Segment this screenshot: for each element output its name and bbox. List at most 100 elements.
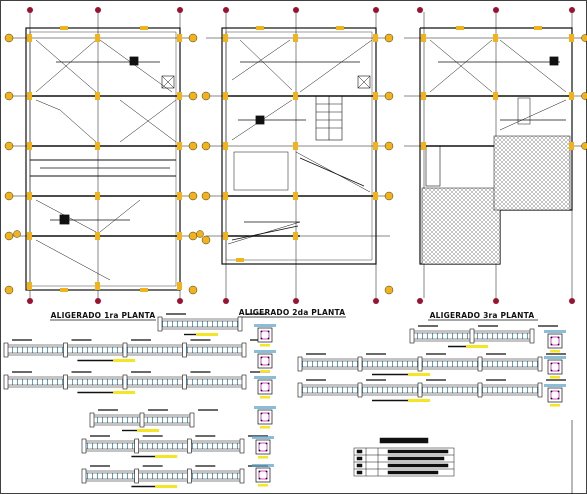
beam-strip-support: [409, 328, 415, 344]
beam-strip-support: [134, 438, 139, 454]
beam-strip-highlight: [196, 333, 218, 336]
column-detail-1: [254, 324, 276, 347]
beam-section-details: [3, 313, 566, 488]
column-detail-stirrup: [260, 412, 270, 422]
beam-strip-support: [297, 356, 303, 372]
column-detail-bar: [267, 389, 270, 392]
column-detail-stirrup: [550, 390, 560, 400]
beam-strip-support: [357, 356, 363, 372]
column-detail-stirrup: [260, 356, 270, 366]
beam-strip-support: [182, 374, 187, 390]
column-detail-bar: [550, 397, 553, 400]
column-detail-beam: [254, 406, 276, 409]
column-detail-bar: [550, 362, 553, 365]
column-detail-stirrup: [550, 336, 560, 346]
beam-strip-support: [139, 412, 145, 428]
beam-strip-6: [81, 465, 268, 488]
plan-2: ALIGERADO 2da PLANTA: [201, 7, 394, 318]
column-detail-beam: [254, 376, 276, 379]
column-detail-tag: [260, 344, 270, 347]
column-detail-tag: [550, 350, 560, 353]
plan-2-beams: [226, 95, 376, 237]
plan-1-axis-end-marker-icons: [27, 7, 183, 304]
column-detail-bar: [265, 470, 268, 473]
beam-strip-support: [63, 342, 68, 358]
beam-strip-support: [157, 316, 163, 332]
column-detail-bar: [267, 356, 270, 359]
beam-strip-support: [3, 342, 9, 358]
plan-1-columns: [27, 26, 182, 292]
plan-3-hatched-roof-areas: [421, 135, 571, 265]
column-detail-tag: [260, 396, 270, 399]
beam-strip-support: [469, 328, 475, 344]
plan-1: ALIGERADO 1ra PLANTA: [4, 7, 204, 321]
column-detail-box: [547, 387, 563, 403]
column-detail-beam: [254, 350, 276, 353]
column-detail-bar: [260, 382, 263, 385]
column-detail-7: [544, 330, 566, 353]
beam-strip-support: [357, 382, 363, 398]
plan-3-slab-diagonals: [429, 39, 567, 131]
beam-strip-support: [477, 356, 483, 372]
plan-3-title: ALIGERADO 3ra PLANTA: [430, 311, 535, 320]
beam-strip-support: [134, 468, 139, 484]
plan-3: ALIGERADO 3ra PLANTA: [404, 7, 587, 321]
plan-2-grid-lines: [206, 12, 390, 298]
beam-strip-5: [81, 435, 268, 458]
plan-3-reinforcement-labels: [438, 56, 566, 121]
beam-strip-support: [81, 468, 87, 484]
beam-strip-support: [122, 374, 128, 390]
beam-strip-body: [83, 442, 243, 450]
beam-strip-support: [3, 374, 9, 390]
column-detail-tag: [550, 404, 560, 407]
beam-strip-support: [241, 342, 247, 358]
beam-strip-support: [417, 356, 423, 372]
column-detail-bar: [267, 412, 270, 415]
column-detail-box: [257, 353, 273, 369]
column-detail-4: [254, 406, 276, 429]
column-detail-bar: [260, 412, 263, 415]
column-detail-bar: [267, 419, 270, 422]
plan-2-slab-diagonals: [227, 39, 373, 245]
beam-strip-support: [187, 438, 192, 454]
beam-strip-4: [297, 379, 566, 402]
beam-strip-7: [409, 325, 558, 348]
column-detail-box: [547, 333, 563, 349]
beam-strip-body: [83, 472, 243, 480]
plan-1-title: ALIGERADO 1ra PLANTA: [51, 311, 156, 320]
column-detail-bar: [258, 477, 261, 480]
column-detail-8: [544, 356, 566, 379]
column-detail-9: [544, 384, 566, 407]
beam-strip-3: [297, 353, 566, 376]
column-detail-box: [257, 409, 273, 425]
plan-2-columns: [223, 26, 378, 262]
column-detail-6: [252, 464, 274, 487]
beam-strip-9: [89, 409, 218, 432]
column-detail-beam: [252, 464, 274, 467]
column-detail-bar: [557, 369, 560, 372]
beam-strip-highlight: [113, 391, 136, 394]
beam-strip-support: [537, 356, 543, 372]
column-detail-bar: [557, 390, 560, 393]
column-detail-tag: [258, 484, 268, 487]
column-detail-bar: [267, 363, 270, 366]
column-detail-3: [254, 376, 276, 399]
beam-strip-highlight: [137, 429, 159, 432]
beam-strip-highlight: [113, 359, 136, 362]
column-detail-stirrup: [260, 382, 270, 392]
column-detail-box: [257, 327, 273, 343]
column-detail-beam: [252, 436, 274, 439]
column-detail-bar: [260, 356, 263, 359]
beam-strip-support: [477, 382, 483, 398]
column-detail-bar: [267, 337, 270, 340]
column-detail-bar: [260, 363, 263, 366]
beam-strip-support: [239, 468, 245, 484]
plan-1-outline: [25, 27, 181, 291]
column-detail-bar: [267, 330, 270, 333]
beam-strip-support: [237, 316, 243, 332]
beam-strip-highlight: [155, 485, 178, 488]
beam-strip-support: [417, 382, 423, 398]
column-detail-5: [252, 436, 274, 459]
beam-strip-support: [122, 342, 128, 358]
